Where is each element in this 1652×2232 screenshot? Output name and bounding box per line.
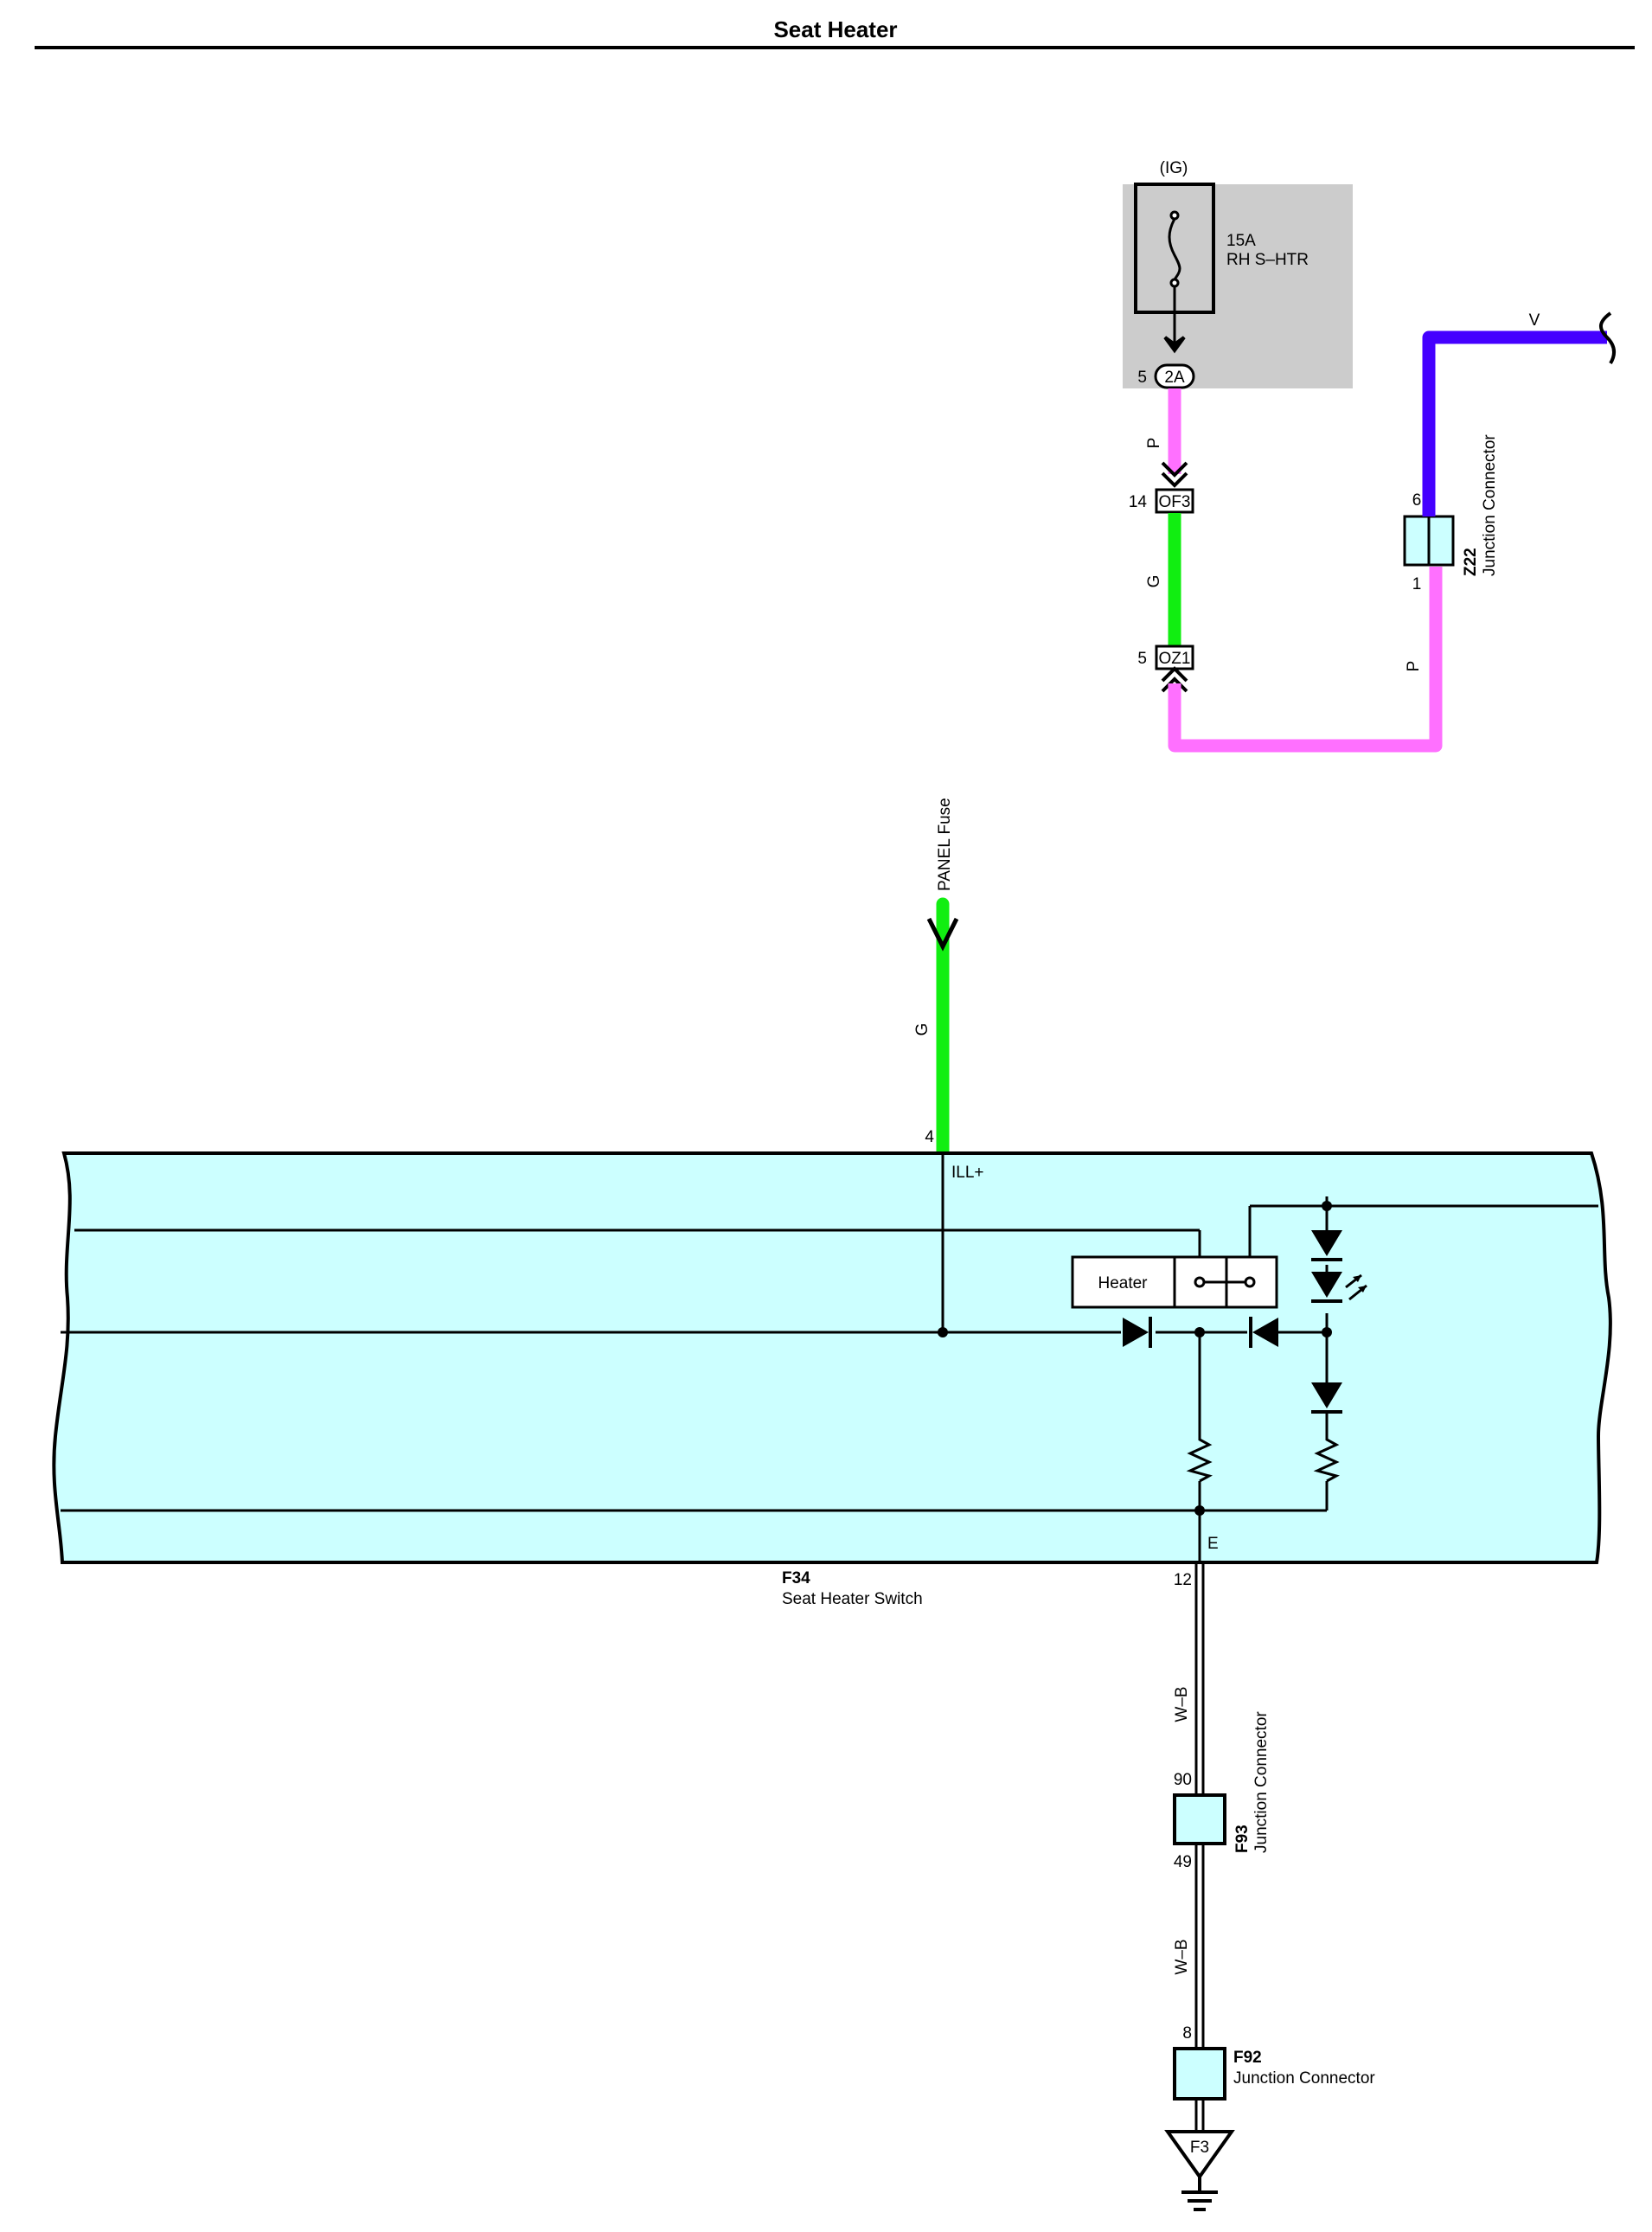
diode-icon xyxy=(1311,1382,1342,1414)
fuse-rating: 15A xyxy=(1226,232,1256,250)
heater-label: Heater xyxy=(1098,1274,1148,1292)
switch-contact-icon xyxy=(1194,1276,1256,1288)
wire-p-lower-label: P xyxy=(1405,661,1423,672)
junction-dot xyxy=(1322,1201,1332,1211)
f92-id: F92 xyxy=(1233,2049,1262,2067)
f93-name: Junction Connector xyxy=(1252,1711,1271,1853)
diode-icon xyxy=(1311,1230,1342,1261)
wire-p-upper-label: P xyxy=(1145,438,1163,449)
z22-pin-top: 6 xyxy=(1412,491,1422,510)
connector-oz1-id: OZ1 xyxy=(1159,650,1191,668)
wire-w-b xyxy=(1194,1562,1205,2132)
ill-plus-label: ILL+ xyxy=(951,1164,984,1182)
z22-name: Junction Connector xyxy=(1481,434,1499,576)
connector-chevron-icon xyxy=(1161,666,1188,693)
ground-point xyxy=(1164,2130,1235,2180)
wire-w-b-upper-label: W–B xyxy=(1173,1686,1191,1722)
connector-2a-pin: 5 xyxy=(1137,369,1147,387)
page-title: Seat Heater xyxy=(773,16,897,42)
seat-heater-switch-body xyxy=(52,1151,1612,1564)
diode-icon xyxy=(1249,1317,1278,1348)
junction-dot xyxy=(938,1327,948,1337)
arrow-down-icon xyxy=(1163,336,1186,354)
connector-of3 xyxy=(1155,488,1194,514)
wire-g-upper-label: G xyxy=(1145,575,1163,588)
junction-dot xyxy=(1322,1327,1332,1337)
junction-connector-f93 xyxy=(1173,1793,1226,1845)
wire-p-lower xyxy=(1168,567,1443,753)
resistor-icon xyxy=(1313,1436,1340,1483)
ground-e-label: E xyxy=(1207,1535,1219,1553)
ill-pin-number: 4 xyxy=(925,1128,934,1146)
ground-icon xyxy=(1181,2177,1218,2211)
panel-fuse-label: PANEL Fuse xyxy=(936,798,954,891)
f93-pin-top: 90 xyxy=(1174,1771,1192,1789)
f93-pin-bottom: 49 xyxy=(1174,1853,1192,1871)
component-id: F34 xyxy=(782,1569,810,1587)
fuse-name: RH S–HTR xyxy=(1226,251,1309,269)
junction-connector-f92 xyxy=(1173,2047,1226,2101)
e-pin-number: 12 xyxy=(1174,1571,1192,1589)
connector-2a xyxy=(1154,363,1195,389)
connector-of3-pin: 14 xyxy=(1129,493,1148,511)
f92-name: Junction Connector xyxy=(1233,2069,1375,2088)
f92-pin-top: 8 xyxy=(1182,2024,1192,2043)
connector-of3-id: OF3 xyxy=(1159,493,1191,511)
fuse-icon xyxy=(1168,210,1181,312)
z22-id: Z22 xyxy=(1462,548,1480,576)
wire-v-label: V xyxy=(1529,311,1540,330)
wire-continuation-icon xyxy=(1599,311,1617,365)
connector-chevron-icon xyxy=(1161,461,1188,488)
diode-icon xyxy=(1123,1317,1152,1348)
wire-g-panel-label: G xyxy=(913,1023,932,1036)
connector-arrow-icon xyxy=(926,917,959,952)
junction-dot xyxy=(1194,1505,1205,1516)
resistor-icon xyxy=(1186,1436,1213,1483)
connector-oz1 xyxy=(1155,645,1194,670)
z22-pin-bottom: 1 xyxy=(1412,575,1422,593)
junction-dot xyxy=(1194,1327,1205,1337)
component-name: Seat Heater Switch xyxy=(782,1590,923,1608)
f93-id: F93 xyxy=(1233,1825,1252,1853)
ig-label: (IG) xyxy=(1160,159,1188,177)
wire-w-b-lower-label: W–B xyxy=(1173,1939,1191,1974)
wire-v xyxy=(1422,330,1607,516)
connector-oz1-pin: 5 xyxy=(1137,650,1147,668)
led-icon xyxy=(1311,1272,1367,1303)
fuse-box-background xyxy=(1123,184,1353,388)
connector-2a-id: 2A xyxy=(1164,369,1185,387)
ground-id: F3 xyxy=(1190,2139,1209,2157)
